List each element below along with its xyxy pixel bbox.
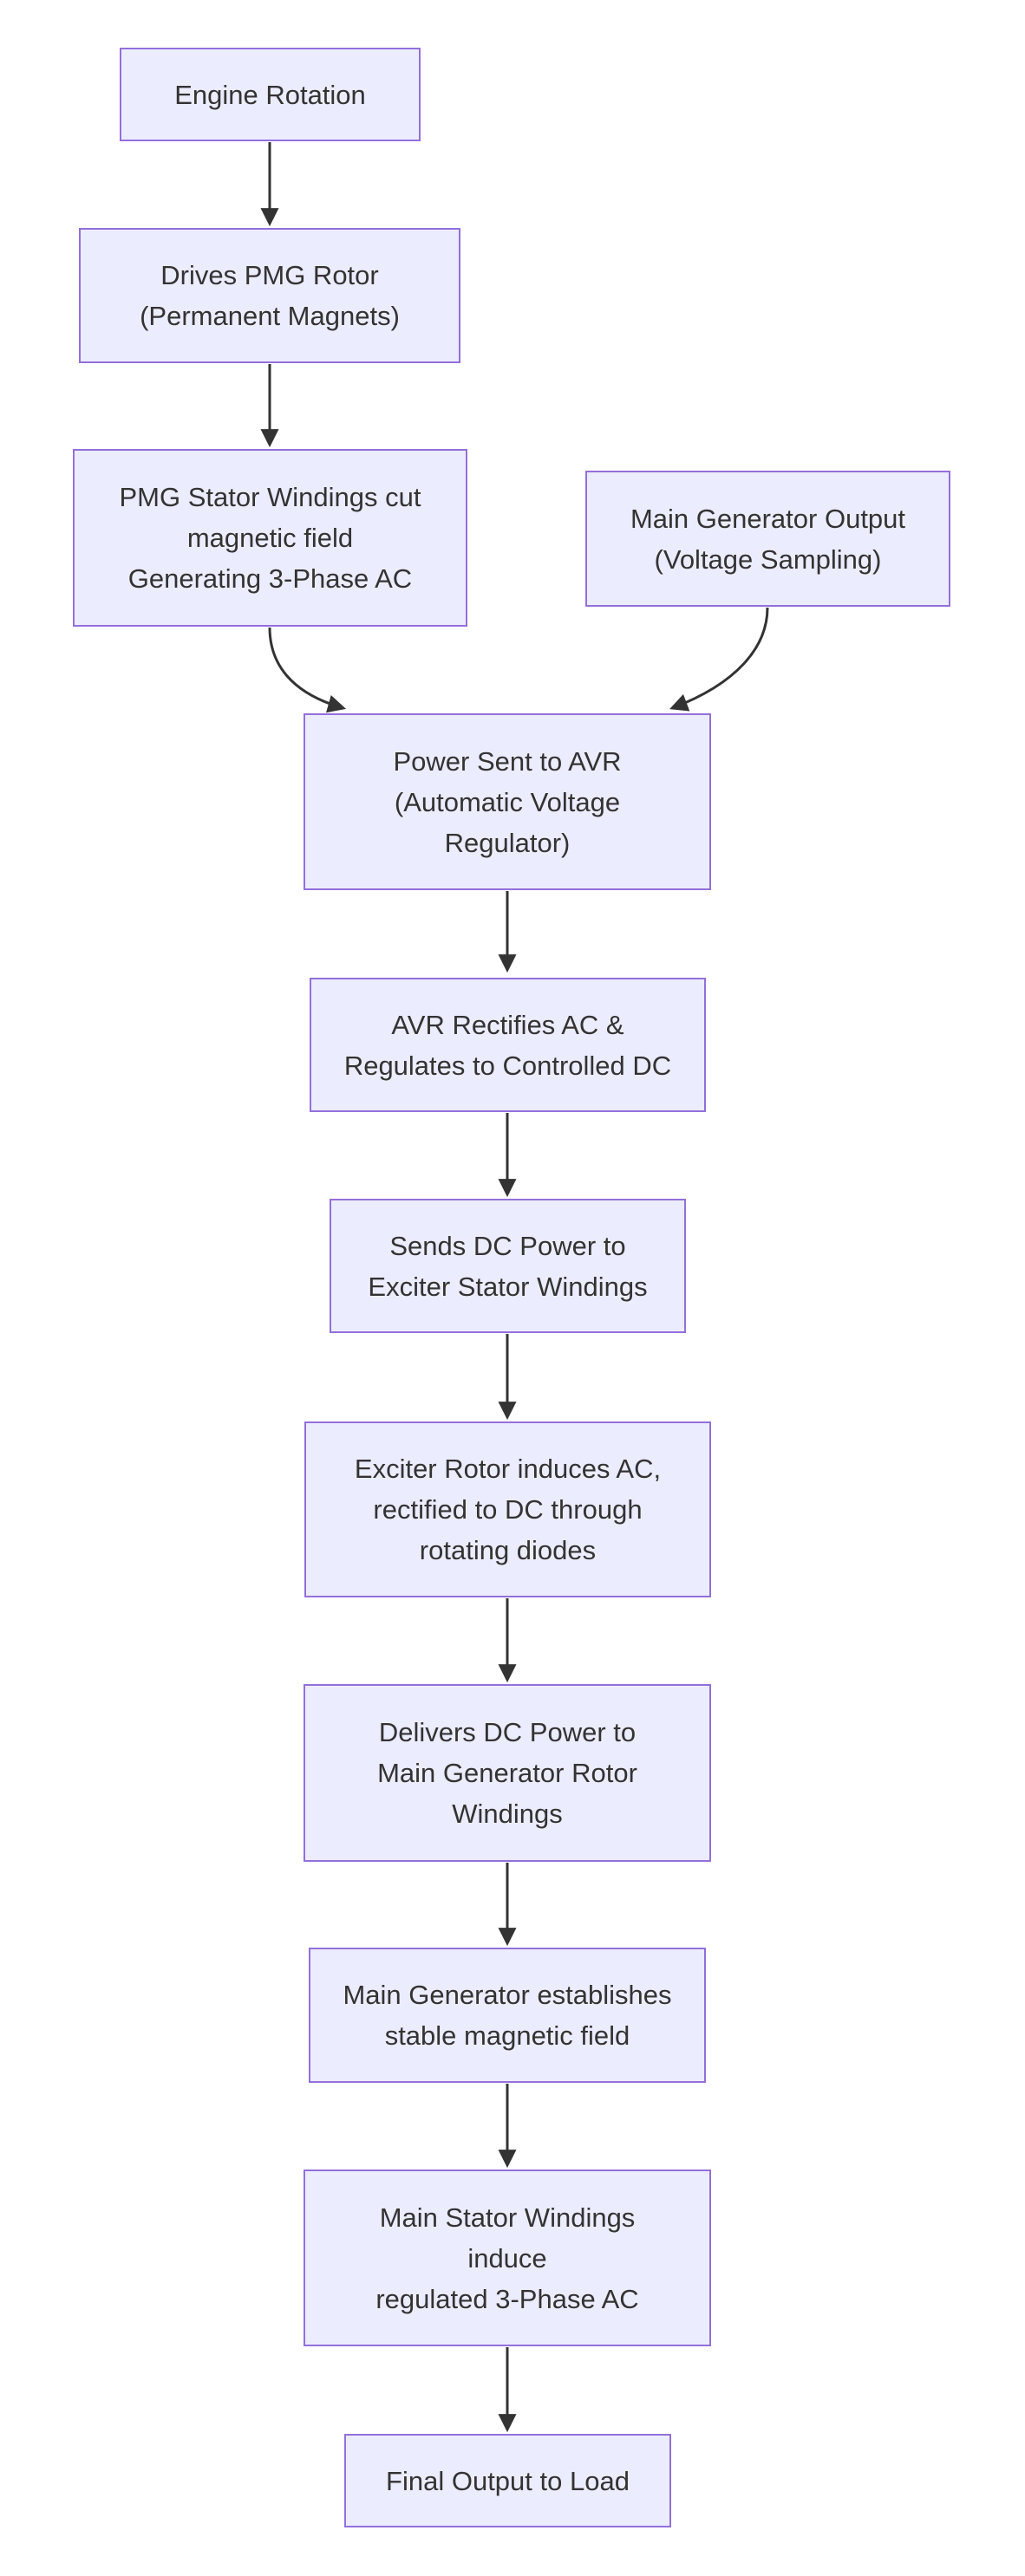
node-drives-pmg-rotor: Drives PMG Rotor (Permanent Magnets) xyxy=(79,228,460,363)
edge-pmg-stator-to-avr-input xyxy=(268,627,347,713)
edge-main-gen-output-to-avr-input xyxy=(669,607,769,712)
node-main-generator-output: Main Generator Output (Voltage Sampling) xyxy=(585,471,950,607)
node-sends-dc-power: Sends DC Power to Exciter Stator Winding… xyxy=(330,1199,686,1333)
node-power-sent-to-avr: Power Sent to AVR (Automatic Voltage Reg… xyxy=(304,713,711,890)
node-engine-rotation: Engine Rotation xyxy=(120,48,421,141)
node-final-output-to-load: Final Output to Load xyxy=(344,2434,671,2527)
node-main-generator-establishes: Main Generator establishes stable magnet… xyxy=(309,1948,706,2083)
node-exciter-rotor-induces: Exciter Rotor induces AC, rectified to D… xyxy=(304,1421,711,1597)
node-delivers-dc-power: Delivers DC Power to Main Generator Roto… xyxy=(304,1684,711,1862)
node-main-stator-windings: Main Stator Windings induce regulated 3-… xyxy=(304,2169,711,2346)
node-pmg-stator-windings: PMG Stator Windings cut magnetic field G… xyxy=(73,449,467,627)
node-avr-rectifies-ac: AVR Rectifies AC & Regulates to Controll… xyxy=(310,978,706,1112)
